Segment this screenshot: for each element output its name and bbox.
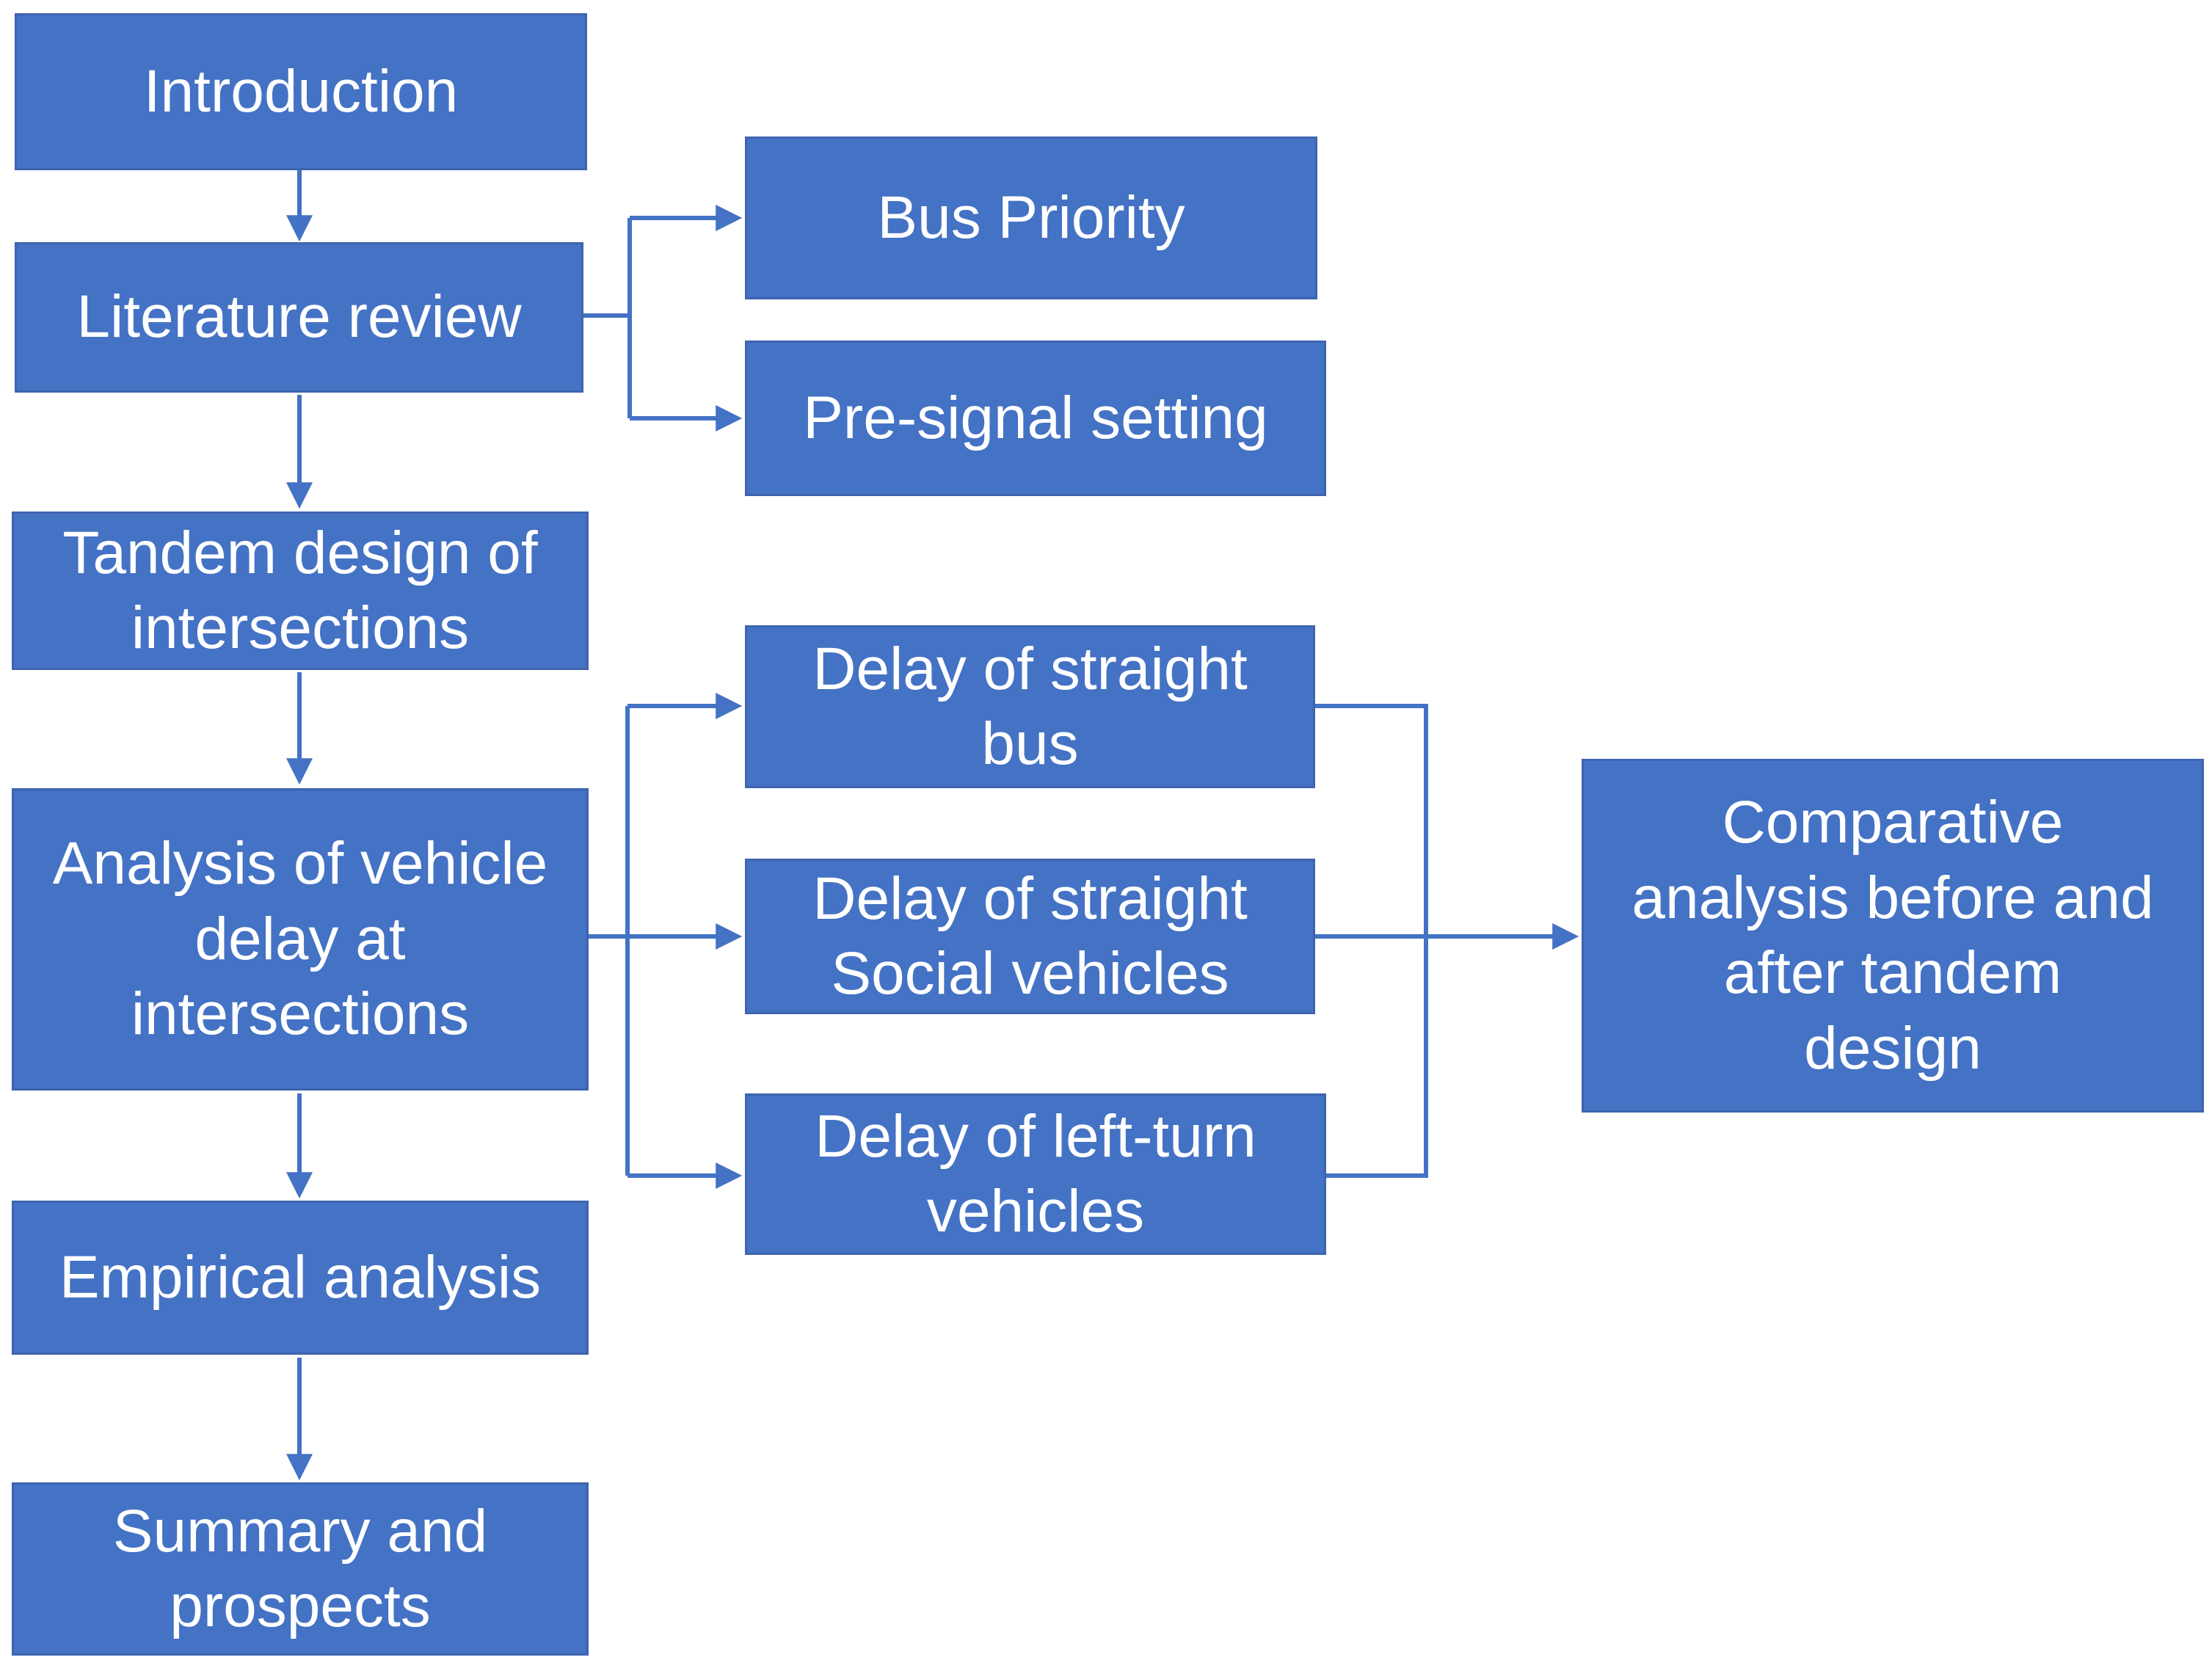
node-delay-straight-bus: Delay of straight bus [745, 625, 1315, 788]
node-summary-and-prospects: Summary and prospects [12, 1482, 589, 1656]
node-pre-signal-setting: Pre-signal setting [745, 341, 1326, 496]
node-delay-left-turn-vehicles-label: Delay of left-turn vehicles [815, 1102, 1256, 1245]
node-delay-left-turn-vehicles: Delay of left-turn vehicles [745, 1093, 1326, 1255]
node-analysis-vehicle-delay: Analysis of vehicle delay at intersectio… [12, 788, 589, 1091]
node-literature-review-label: Literature review [76, 283, 522, 351]
node-empirical-analysis: Empirical analysis [12, 1201, 589, 1355]
node-delay-straight-social-vehicles: Delay of straight Social vehicles [745, 859, 1315, 1014]
node-introduction: Introduction [15, 13, 587, 170]
node-literature-review: Literature review [15, 242, 583, 393]
node-pre-signal-setting-label: Pre-signal setting [803, 384, 1268, 451]
node-tandem-design: Tandem design of intersections [12, 512, 589, 670]
node-summary-and-prospects-label: Summary and prospects [112, 1497, 488, 1640]
node-delay-straight-social-vehicles-label: Delay of straight Social vehicles [812, 864, 1248, 1008]
node-comparative-analysis: Comparative analysis before and after ta… [1582, 759, 2204, 1113]
node-introduction-label: Introduction [143, 57, 459, 125]
node-tandem-design-label: Tandem design of intersections [62, 519, 538, 662]
node-empirical-analysis-label: Empirical analysis [59, 1243, 542, 1311]
node-comparative-analysis-label: Comparative analysis before and after ta… [1631, 789, 2154, 1082]
node-bus-priority: Bus Priority [745, 136, 1317, 299]
node-analysis-vehicle-delay-label: Analysis of vehicle delay at intersectio… [52, 830, 548, 1048]
node-delay-straight-bus-label: Delay of straight bus [812, 635, 1248, 778]
node-bus-priority-label: Bus Priority [877, 183, 1185, 251]
